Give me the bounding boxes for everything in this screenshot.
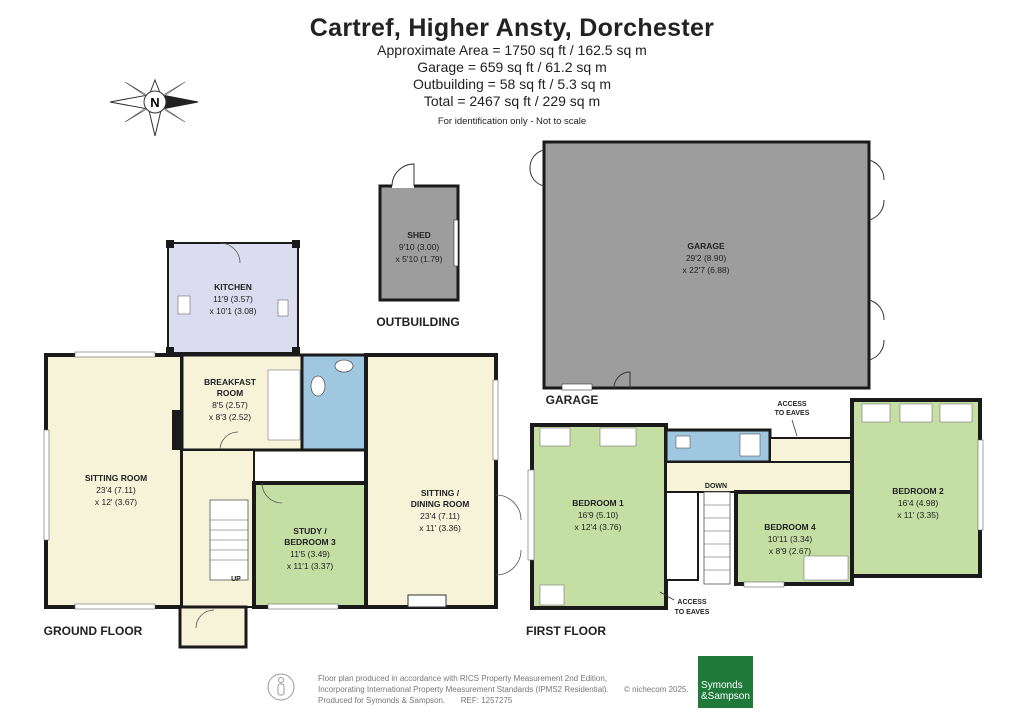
sitting-room-dim-2: x 12' (3.67) [95,497,137,507]
footer-line-2: Incorporating International Property Mea… [318,685,609,694]
brand-logo: Symonds &Sampson [698,656,753,708]
footer-line-3: Produced for Symonds & Sampson. REF: 125… [318,695,609,706]
bedroom1-name: BEDROOM 1 [572,498,624,508]
first-floor-label: FIRST FLOOR [526,624,606,638]
footer-produced: Produced for Symonds & Sampson. [318,696,446,705]
bedroom4-name: BEDROOM 4 [764,522,816,532]
sitting-dining-name: SITTING / [421,488,460,498]
bedroom1-dim-1: 16'9 (5.10) [578,510,619,520]
total-area-line: Total = 2467 sq ft / 229 sq m [423,93,601,109]
compass-icon: N [109,78,199,137]
stairs-up-label: UP [231,576,241,583]
breakfast-dim-2: x 8'3 (2.52) [209,412,251,422]
bedroom4-dim-1: 10'11 (3.34) [768,534,813,544]
shed-room: SHED 9'10 (3.00) x 5'10 (1.79) [378,163,460,302]
study-dim-1: 11'5 (3.49) [290,549,330,559]
shed-dim-1: 9'10 (3.00) [399,242,440,252]
study-dim-2: x 11'1 (3.37) [287,561,334,571]
study-name-2: BEDROOM 3 [284,537,336,547]
eaves-bottom-label-b: TO EAVES [675,609,710,616]
sitting-room-dim-1: 23'4 (7.11) [96,485,136,495]
sitting-dining-name-2: DINING ROOM [411,499,470,509]
compass-label: N [150,95,159,110]
brand-line-1: Symonds [701,680,743,691]
garage-floor-label: GARAGE [546,393,599,407]
breakfast-name-2: ROOM [217,388,243,398]
footer-text: Floor plan produced in accordance with R… [318,673,609,706]
shed-dim-2: x 5'10 (1.79) [396,254,443,264]
outbuilding-label: OUTBUILDING [376,315,459,329]
kitchen-dim-2: x 10'1 (3.08) [210,306,257,316]
bedroom2-name: BEDROOM 2 [892,486,944,496]
area-line: Approximate Area = 1750 sq ft / 162.5 sq… [377,42,647,58]
garage-room: GARAGE 29'2 (8.90) x 22'7 (6.88) [529,140,885,391]
kitchen-room: KITCHEN 11'9 (3.57) x 10'1 (3.08) [166,240,300,355]
page-title: Cartref, Higher Ansty, Dorchester [309,14,715,42]
bedroom1-dim-2: x 12'4 (3.76) [575,522,622,532]
breakfast-name: BREAKFAST [204,377,257,387]
ground-floor-label: GROUND FLOOR [44,624,143,638]
shed-name: SHED [407,230,431,240]
copyright: © nichecom 2025. [624,685,689,694]
eaves-bottom-label-a: ACCESS [677,599,707,606]
footer-line-1: Floor plan produced in accordance with R… [318,674,608,683]
garage-name: GARAGE [687,241,725,251]
garage-area-line: Garage = 659 sq ft / 61.2 sq m [417,59,607,75]
sitting-dining-dim-1: 23'4 (7.11) [420,511,460,521]
study-name: STUDY / [293,526,327,536]
person-icon [267,673,295,701]
disclaimer: For identification only - Not to scale [437,116,587,127]
bedroom2-dim-2: x 11' (3.35) [897,510,939,520]
eaves-top-label-b: TO EAVES [775,410,810,417]
garage-dim-1: 29'2 (8.90) [686,253,727,263]
ground-floor-plan: SITTING ROOM 23'4 (7.11) x 12' (3.67) BR… [43,351,522,649]
garage-dim-2: x 22'7 (6.88) [683,265,730,275]
bedroom4-dim-2: x 8'9 (2.67) [769,546,811,556]
eaves-top-label-a: ACCESS [777,401,807,408]
sitting-dining-dim-2: x 11' (3.36) [419,523,461,533]
sitting-room-name: SITTING ROOM [85,473,147,483]
kitchen-dim-1: 11'9 (3.57) [213,294,253,304]
bedroom2-dim-1: 16'4 (4.98) [898,498,939,508]
stairs-down-label: DOWN [705,483,727,490]
outbuilding-area-line: Outbuilding = 58 sq ft / 5.3 sq m [412,76,612,92]
kitchen-name: KITCHEN [214,282,252,292]
brand-line-2: &Sampson [701,691,750,702]
breakfast-dim-1: 8'5 (2.57) [212,400,248,410]
first-floor-plan: BEDROOM 1 16'9 (5.10) x 12'4 (3.76) DOWN… [527,398,984,616]
footer-ref: REF: 1257275 [460,696,513,705]
